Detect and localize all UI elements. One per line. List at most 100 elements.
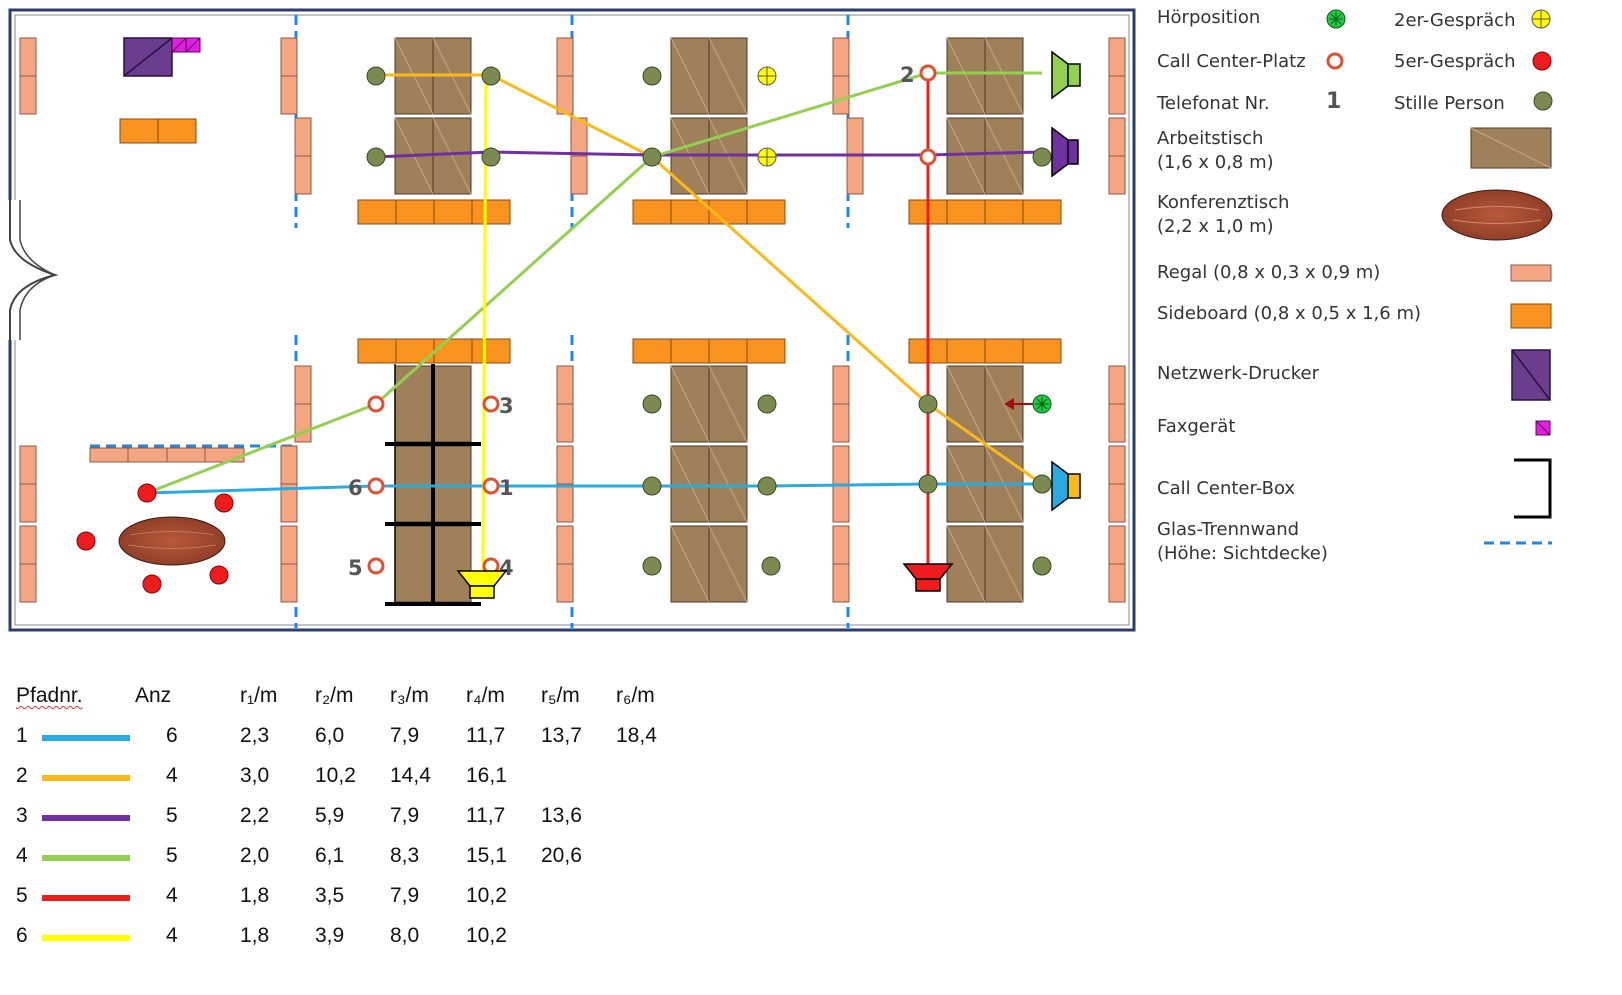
row-r4: 10,2 bbox=[466, 884, 507, 907]
row-r1: 3,0 bbox=[240, 764, 270, 787]
row-r3: 14,4 bbox=[390, 764, 431, 787]
row-anz: 4 bbox=[166, 764, 178, 787]
row-r5: 13,7 bbox=[541, 724, 582, 747]
speaker-green-icon bbox=[1051, 50, 1081, 100]
legend-label-2er: 2er-Gespräch bbox=[1394, 10, 1516, 31]
row-nr: 5 bbox=[16, 884, 28, 907]
legend-callcenter-box-icon bbox=[1514, 458, 1552, 519]
path-4-swatch bbox=[42, 855, 130, 861]
header-r2: r₂/m bbox=[315, 684, 354, 707]
legend-label-regal: Regal (0,8 x 0,3 x 0,9 m) bbox=[1157, 262, 1381, 283]
header-r6: r₆/m bbox=[616, 684, 655, 707]
row-anz: 4 bbox=[166, 924, 178, 947]
row-r3: 8,3 bbox=[390, 844, 420, 867]
path-6-swatch bbox=[42, 935, 130, 941]
row-r6: 18,4 bbox=[616, 724, 657, 747]
legend-graphics bbox=[1326, 9, 1553, 545]
path-2-swatch bbox=[42, 775, 130, 781]
legend-listening-position-icon bbox=[1326, 9, 1346, 29]
row-r2: 3,5 bbox=[315, 884, 345, 907]
legend-label-5er: 5er-Gespräch bbox=[1394, 51, 1516, 72]
legend-sideboard-icon bbox=[1510, 303, 1552, 329]
row-r1: 2,3 bbox=[240, 724, 270, 747]
row-nr: 3 bbox=[16, 804, 28, 827]
header-pfadnr: Pfadnr. bbox=[16, 684, 83, 707]
path-1-swatch bbox=[42, 735, 130, 741]
path-3-swatch bbox=[42, 815, 130, 821]
speaker-red-icon bbox=[902, 563, 954, 592]
five-person-talk-icons bbox=[76, 483, 234, 594]
row-r1: 1,8 bbox=[240, 884, 270, 907]
row-r5: 13,6 bbox=[541, 804, 582, 827]
legend-label-glas: Glas-Trennwand bbox=[1157, 519, 1300, 540]
table-row: 1 6 2,3 6,0 7,9 11,7 13,7 18,4 bbox=[16, 724, 736, 754]
table-row: 6 4 1,8 3,9 8,0 10,2 bbox=[16, 924, 736, 954]
speaker-blue-icon bbox=[1051, 460, 1081, 512]
row-r1: 2,2 bbox=[240, 804, 270, 827]
callcenter-places bbox=[367, 64, 937, 575]
row-r3: 7,9 bbox=[390, 804, 420, 827]
legend-printer-icon bbox=[1511, 349, 1551, 401]
row-r2: 5,9 bbox=[315, 804, 345, 827]
legend-five-person-icon bbox=[1532, 51, 1552, 71]
path-4-line bbox=[146, 71, 1042, 495]
path-5-swatch bbox=[42, 895, 130, 901]
row-r4: 10,2 bbox=[466, 924, 507, 947]
legend-callcenter-icon bbox=[1326, 52, 1344, 70]
row-nr: 6 bbox=[16, 924, 28, 947]
table-row: 5 4 1,8 3,5 7,9 10,2 bbox=[16, 884, 736, 914]
listening-position-icon bbox=[1004, 394, 1052, 414]
row-r3: 8,0 bbox=[390, 924, 420, 947]
two-person-talk-icons bbox=[757, 66, 777, 167]
legend-label-arbeitstisch: Arbeitstisch bbox=[1157, 128, 1264, 149]
svg-text:1: 1 bbox=[499, 476, 514, 500]
legend-label-telefonat: Telefonat Nr. bbox=[1157, 93, 1270, 114]
legend-telefonat-number: 1 bbox=[1326, 89, 1342, 114]
row-nr: 2 bbox=[16, 764, 28, 787]
header-anz: Anz bbox=[135, 684, 172, 707]
legend-fax-icon bbox=[1535, 420, 1551, 436]
speaker-yellow-icon bbox=[456, 570, 508, 599]
printer-icon bbox=[123, 37, 173, 77]
row-r4: 11,7 bbox=[466, 804, 506, 827]
legend-label-drucker: Netzwerk-Drucker bbox=[1157, 363, 1319, 384]
row-r2: 10,2 bbox=[315, 764, 356, 787]
legend-shelf-icon bbox=[1510, 264, 1552, 282]
shelves bbox=[19, 37, 1126, 603]
row-r4: 11,7 bbox=[466, 724, 506, 747]
legend-label-fax: Faxgerät bbox=[1157, 416, 1236, 437]
row-r1: 1,8 bbox=[240, 924, 270, 947]
legend-label-konferenztisch: Konferenztisch bbox=[1157, 192, 1290, 213]
table-row: 2 4 3,0 10,2 14,4 16,1 bbox=[16, 764, 736, 794]
row-r2: 6,0 bbox=[315, 724, 345, 747]
row-r4: 16,1 bbox=[466, 764, 507, 787]
row-r5: 20,6 bbox=[541, 844, 582, 867]
fax-icon bbox=[171, 37, 201, 53]
svg-text:6: 6 bbox=[348, 476, 363, 500]
speaker-purple-icon bbox=[1051, 126, 1079, 178]
table-header-row: Pfadnr. Anz r₁/m r₂/m r₃/m r₄/m r₅/m r₆/… bbox=[16, 684, 736, 714]
header-r4: r₄/m bbox=[466, 684, 505, 707]
header-r1: r₁/m bbox=[240, 684, 278, 707]
call-numbers: 2 3 6 1 5 4 bbox=[348, 63, 915, 580]
legend-label-callcenter-platz: Call Center-Platz bbox=[1157, 51, 1306, 72]
legend-desk-icon bbox=[1470, 127, 1552, 169]
path-3-line bbox=[375, 150, 1043, 159]
row-r2: 3,9 bbox=[315, 924, 345, 947]
svg-text:5: 5 bbox=[348, 556, 363, 580]
row-r2: 6,1 bbox=[315, 844, 345, 867]
legend-label-hoerposition: Hörposition bbox=[1157, 7, 1261, 28]
row-r3: 7,9 bbox=[390, 724, 420, 747]
legend-label-glas-hoehe: (Höhe: Sichtdecke) bbox=[1157, 543, 1328, 564]
header-r3: r₃/m bbox=[390, 684, 429, 707]
legend-label-callcenter-box: Call Center-Box bbox=[1157, 478, 1296, 499]
row-anz: 5 bbox=[166, 844, 178, 867]
legend-label-stille-person: Stille Person bbox=[1394, 93, 1505, 114]
row-nr: 1 bbox=[16, 724, 28, 747]
conference-table bbox=[118, 516, 226, 566]
legend-label-sideboard: Sideboard (0,8 x 0,5 x 1,6 m) bbox=[1157, 303, 1421, 324]
row-anz: 4 bbox=[166, 884, 178, 907]
row-r3: 7,9 bbox=[390, 884, 420, 907]
svg-text:2: 2 bbox=[900, 63, 915, 87]
header-r5: r₅/m bbox=[541, 684, 580, 707]
